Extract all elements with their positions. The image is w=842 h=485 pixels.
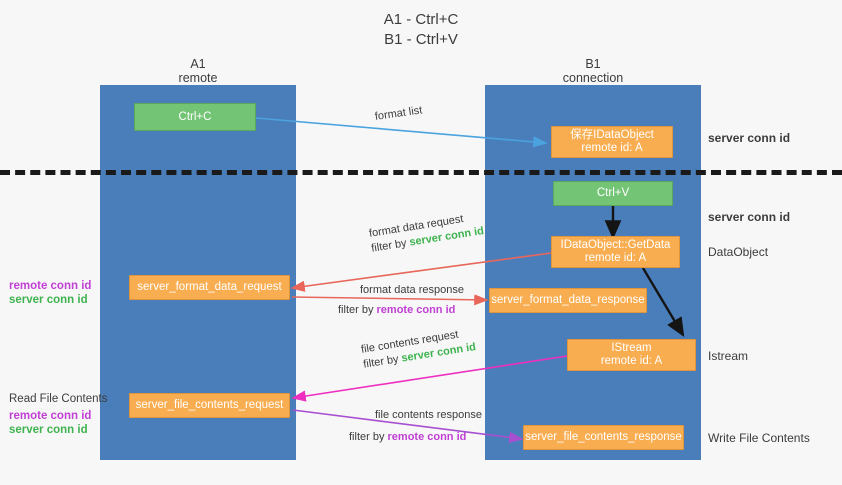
- note-pair1-server-conn-id: server conn id: [9, 294, 88, 306]
- filter-value-remote-conn-id: remote conn id: [387, 431, 467, 443]
- lane-header-a1-name: A1: [190, 57, 206, 71]
- arrow-label-format-list-text: format list: [374, 104, 424, 123]
- note-read-file-contents-group: Read File Contents remote conn id server…: [9, 392, 107, 437]
- filter-prefix: filter by: [349, 431, 388, 443]
- arrow-label-format-data-response: format data response filter by remote co…: [338, 283, 464, 318]
- note-write-file-contents: Write File Contents: [708, 431, 810, 445]
- node-server-format-data-request[interactable]: server_format_data_request: [129, 275, 290, 300]
- note-pair1-remote-conn-id: remote conn id: [9, 280, 92, 292]
- lane-header-b1: B1 connection: [485, 57, 701, 85]
- node-ctrl-c-label: Ctrl+C: [178, 110, 212, 123]
- diagram-title: A1 - Ctrl+C B1 - Ctrl+V: [0, 10, 842, 50]
- note-pair2-remote-conn-id: remote conn id: [9, 410, 92, 422]
- note-read-file-contents: Read File Contents: [9, 393, 108, 405]
- title-line-2: B1 - Ctrl+V: [384, 31, 458, 48]
- arrow-label-file-contents-response-main: file contents response: [375, 409, 483, 421]
- arrow-label-format-data-request: format data request filter by server con…: [368, 213, 485, 257]
- note-server-conn-id-mid: server conn id: [708, 210, 791, 224]
- node-server-format-data-response[interactable]: server_format_data_response: [489, 288, 647, 313]
- note-conn-id-pair-1: remote conn id server conn id: [9, 279, 91, 307]
- note-istream: Istream: [708, 349, 749, 363]
- arrow-label-file-contents-response-filter: filter by remote conn id: [349, 430, 482, 445]
- node-getdata-line1: IDataObject::GetData: [560, 239, 671, 251]
- lane-header-b1-sub: connection: [562, 71, 624, 85]
- lane-header-a1: A1 remote: [100, 57, 296, 85]
- node-getdata-line2: remote id: A: [584, 252, 647, 264]
- node-server-format-data-request-label: server_format_data_request: [137, 281, 282, 293]
- node-getdata[interactable]: IDataObject::GetData remote id: A: [551, 236, 680, 268]
- arrow-label-file-contents-request: file contents request filter by server c…: [360, 329, 477, 373]
- node-server-file-contents-request[interactable]: server_file_contents_request: [129, 393, 290, 418]
- filter-prefix: filter by: [338, 304, 377, 316]
- node-ctrl-v-label: Ctrl+V: [596, 187, 630, 199]
- arrow-label-format-data-response-main: format data response: [360, 284, 464, 296]
- node-save-idataobject-line2: remote id: A: [581, 142, 643, 154]
- arrow-label-format-data-response-filter: filter by remote conn id: [338, 303, 464, 318]
- node-ctrl-v[interactable]: Ctrl+V: [553, 181, 673, 206]
- title-line-1: A1 - Ctrl+C: [383, 11, 459, 28]
- note-dataobject: DataObject: [708, 245, 769, 259]
- node-save-idataobject[interactable]: 保存IDataObject remote id: A: [551, 126, 673, 158]
- node-server-file-contents-response[interactable]: server_file_contents_response: [523, 425, 684, 450]
- phase-divider: [0, 170, 842, 175]
- node-istream-line1: IStream: [611, 342, 652, 354]
- lane-header-b1-name: B1: [585, 57, 601, 71]
- filter-value-remote-conn-id: remote conn id: [376, 304, 456, 316]
- note-pair2-server-conn-id: server conn id: [9, 424, 88, 436]
- node-server-format-data-response-label: server_format_data_response: [491, 294, 645, 306]
- node-istream-line2: remote id: A: [600, 355, 663, 367]
- arrow-label-file-contents-response: file contents response filter by remote …: [349, 408, 483, 445]
- note-server-conn-id-top: server conn id: [708, 131, 791, 145]
- node-server-file-contents-request-label: server_file_contents_request: [135, 399, 284, 411]
- node-save-idataobject-line1: 保存IDataObject: [570, 129, 654, 141]
- node-istream[interactable]: IStream remote id: A: [567, 339, 696, 371]
- node-server-file-contents-response-label: server_file_contents_response: [525, 431, 682, 443]
- lane-header-a1-sub: remote: [178, 71, 218, 85]
- node-ctrl-c[interactable]: Ctrl+C: [134, 103, 256, 131]
- arrow-label-format-list: format list: [374, 104, 423, 125]
